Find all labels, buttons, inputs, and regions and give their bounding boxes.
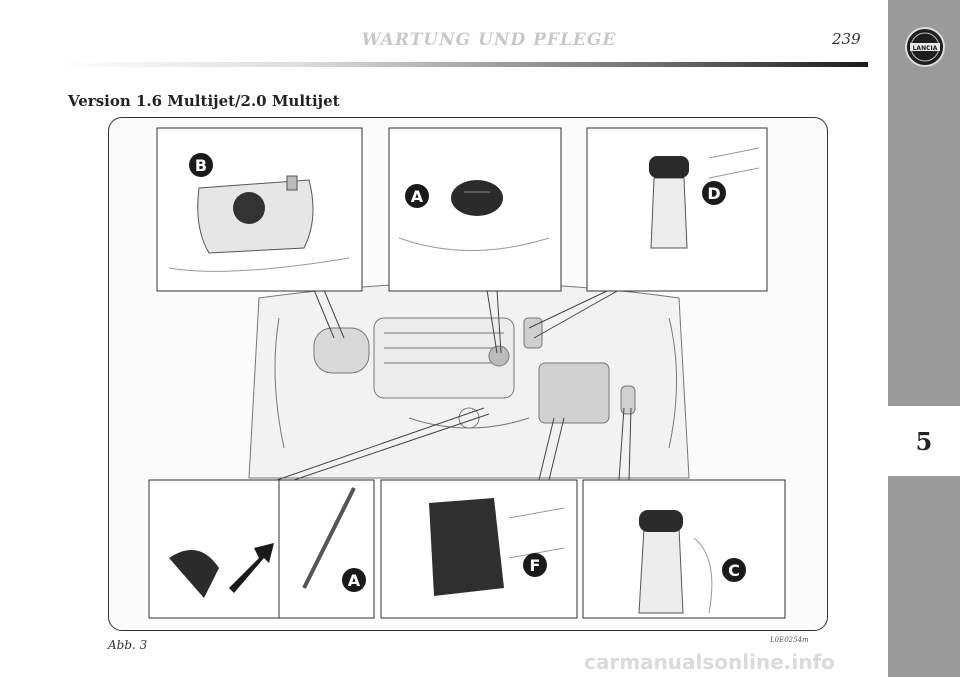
callout-label-f: F — [530, 556, 541, 575]
callout-label-c: C — [728, 561, 740, 580]
engine-bay-sketch — [248, 282, 690, 479]
section-heading: Version 1.6 Multijet/2.0 Multijet — [68, 92, 340, 110]
engine-bay-illustration: B A D A — [148, 127, 786, 619]
callout-label-b: B — [195, 156, 207, 175]
header-rule — [60, 62, 868, 67]
inset-battery: F — [380, 479, 578, 619]
engine-bay-figure: B A D A — [108, 117, 828, 631]
inset-brake-fluid: D — [586, 127, 768, 292]
callout-leader-lines — [276, 289, 632, 481]
callout-label-a-top: A — [411, 187, 424, 206]
logo-text: LANCIA — [913, 45, 938, 52]
callout-label-d: D — [707, 184, 720, 203]
chapter-box: 5 — [888, 406, 960, 476]
inset-dipstick: A — [148, 479, 375, 619]
chapter-side-tab — [888, 0, 960, 677]
callout-label-a-bottom: A — [348, 571, 361, 590]
page-number: 239 — [832, 30, 861, 48]
running-header-title: WARTUNG UND PFLEGE — [361, 30, 617, 50]
watermark: carmanualsonline.info — [584, 650, 835, 674]
inset-coolant-tank: B — [156, 127, 363, 292]
chapter-number: 5 — [915, 426, 933, 456]
figure-caption: Abb. 3 — [108, 638, 148, 652]
figure-code: L0E0254m — [770, 636, 809, 644]
inset-oil-filler: A — [388, 127, 562, 292]
lancia-logo-icon: LANCIA — [904, 26, 946, 68]
inset-washer-fluid: C — [582, 479, 786, 619]
